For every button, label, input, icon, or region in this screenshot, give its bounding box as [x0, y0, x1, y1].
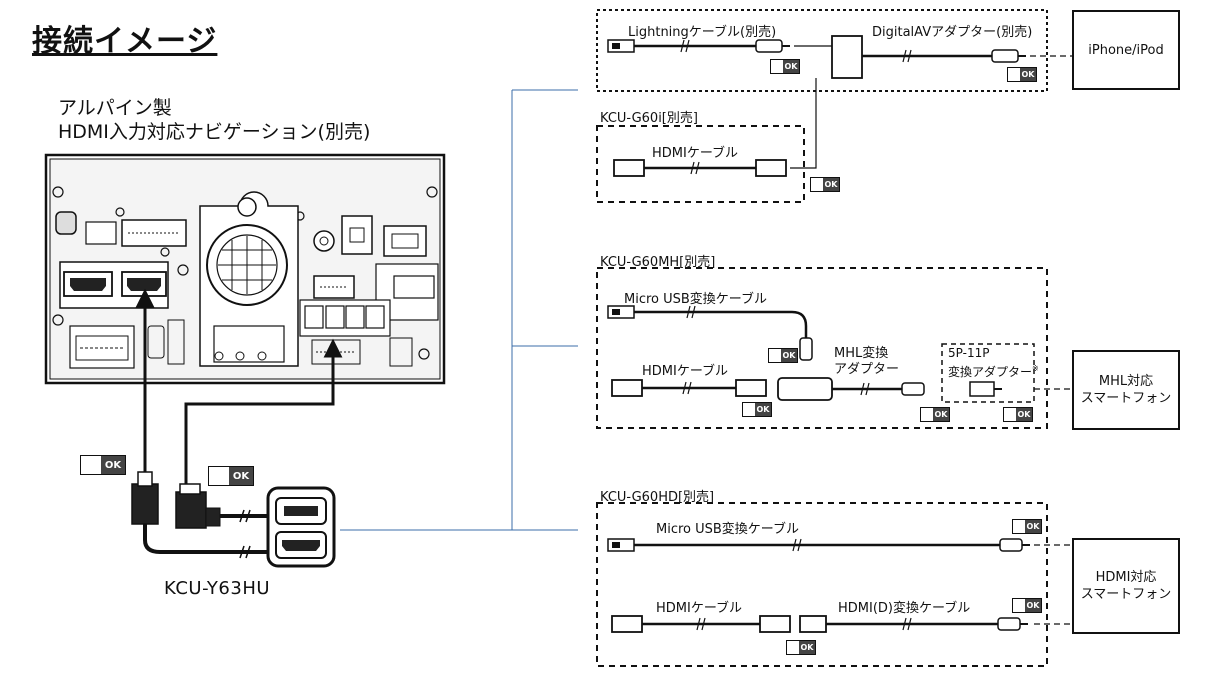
navigation-name: HDMI入力対応ナビゲーション(別売): [58, 121, 371, 143]
device-iphone: iPhone/iPod: [1072, 10, 1180, 90]
note-mark: ※: [1032, 364, 1039, 373]
kcu-g60mh-group: [596, 267, 1072, 429]
hdmi-d-cable-label: HDMI(D)変換ケーブル: [838, 601, 971, 616]
hdmi-device-line2: スマートフォン: [1080, 587, 1172, 602]
ok-badge: OK: [1003, 407, 1033, 422]
ok-badge: OK: [1012, 598, 1042, 613]
mhl-adapter-line2: アダプター: [834, 362, 900, 377]
kcu-g60hd-group: [596, 502, 1072, 667]
arrows-to-navigation: [135, 288, 343, 484]
ok-badge: OK: [742, 402, 772, 417]
g60mh-hdmi-cable-label: HDMIケーブル: [642, 364, 729, 379]
g60mh-usb-cable-label: Micro USB変換ケーブル: [624, 292, 768, 307]
ok-badge: OK: [80, 455, 126, 475]
mhl-device-line1: MHL対応: [1098, 374, 1154, 389]
ok-badge: OK: [1007, 67, 1037, 82]
kcu-y63hu-hub: [131, 471, 336, 568]
kcu-g60i-group: [596, 125, 805, 203]
lightning-cable-label: Lightningケーブル(別売): [628, 25, 777, 40]
ok-badge: OK: [920, 407, 950, 422]
hdmi-device-line1: HDMI対応: [1095, 570, 1157, 585]
adapter-5p-line2: 変換アダプター※: [948, 364, 1039, 379]
adapter-5p-line1: 5P-11P: [948, 346, 990, 360]
device-hdmi-smartphone: HDMI対応 スマートフォン: [1072, 538, 1180, 634]
ok-badge: OK: [810, 177, 840, 192]
navigation-label: アルパイン製 HDMI入力対応ナビゲーション(別売): [58, 96, 370, 144]
device-iphone-label: iPhone/iPod: [1088, 42, 1164, 58]
connection-tree: [340, 89, 578, 531]
device-mhl-smartphone: MHL対応 スマートフォン: [1072, 350, 1180, 430]
mhl-adapter-label: MHL変換 アダプター: [834, 346, 899, 378]
g60hd-usb-cable-label: Micro USB変換ケーブル: [656, 522, 800, 537]
g60hd-hdmi-cable-label: HDMIケーブル: [656, 601, 743, 616]
mhl-device-line2: スマートフォン: [1080, 391, 1172, 406]
navigation-maker: アルパイン製: [58, 97, 172, 119]
ok-badge: OK: [770, 59, 800, 74]
kcu-g60mh-label: KCU-G60MH[別売]: [600, 255, 716, 270]
navigation-rear-panel: [44, 153, 446, 385]
digital-av-adapter-label: DigitalAVアダプター(別売): [872, 25, 1033, 40]
ok-badge: OK: [786, 640, 816, 655]
apple-group: [596, 9, 1072, 169]
g60i-hdmi-cable-label: HDMIケーブル: [652, 146, 739, 161]
ok-badge: OK: [1012, 519, 1042, 534]
mhl-adapter-line1: MHL変換: [834, 346, 889, 361]
page-title: 接続イメージ: [32, 24, 218, 59]
adapter-5p-11p-label: 5P-11P 変換アダプター※: [948, 345, 1039, 380]
hub-label: KCU-Y63HU: [164, 578, 271, 599]
ok-badge: OK: [768, 348, 798, 363]
kcu-g60i-label: KCU-G60i[別売]: [600, 111, 698, 126]
ok-badge: OK: [208, 466, 254, 486]
kcu-g60hd-label: KCU-G60HD[別売]: [600, 490, 715, 505]
